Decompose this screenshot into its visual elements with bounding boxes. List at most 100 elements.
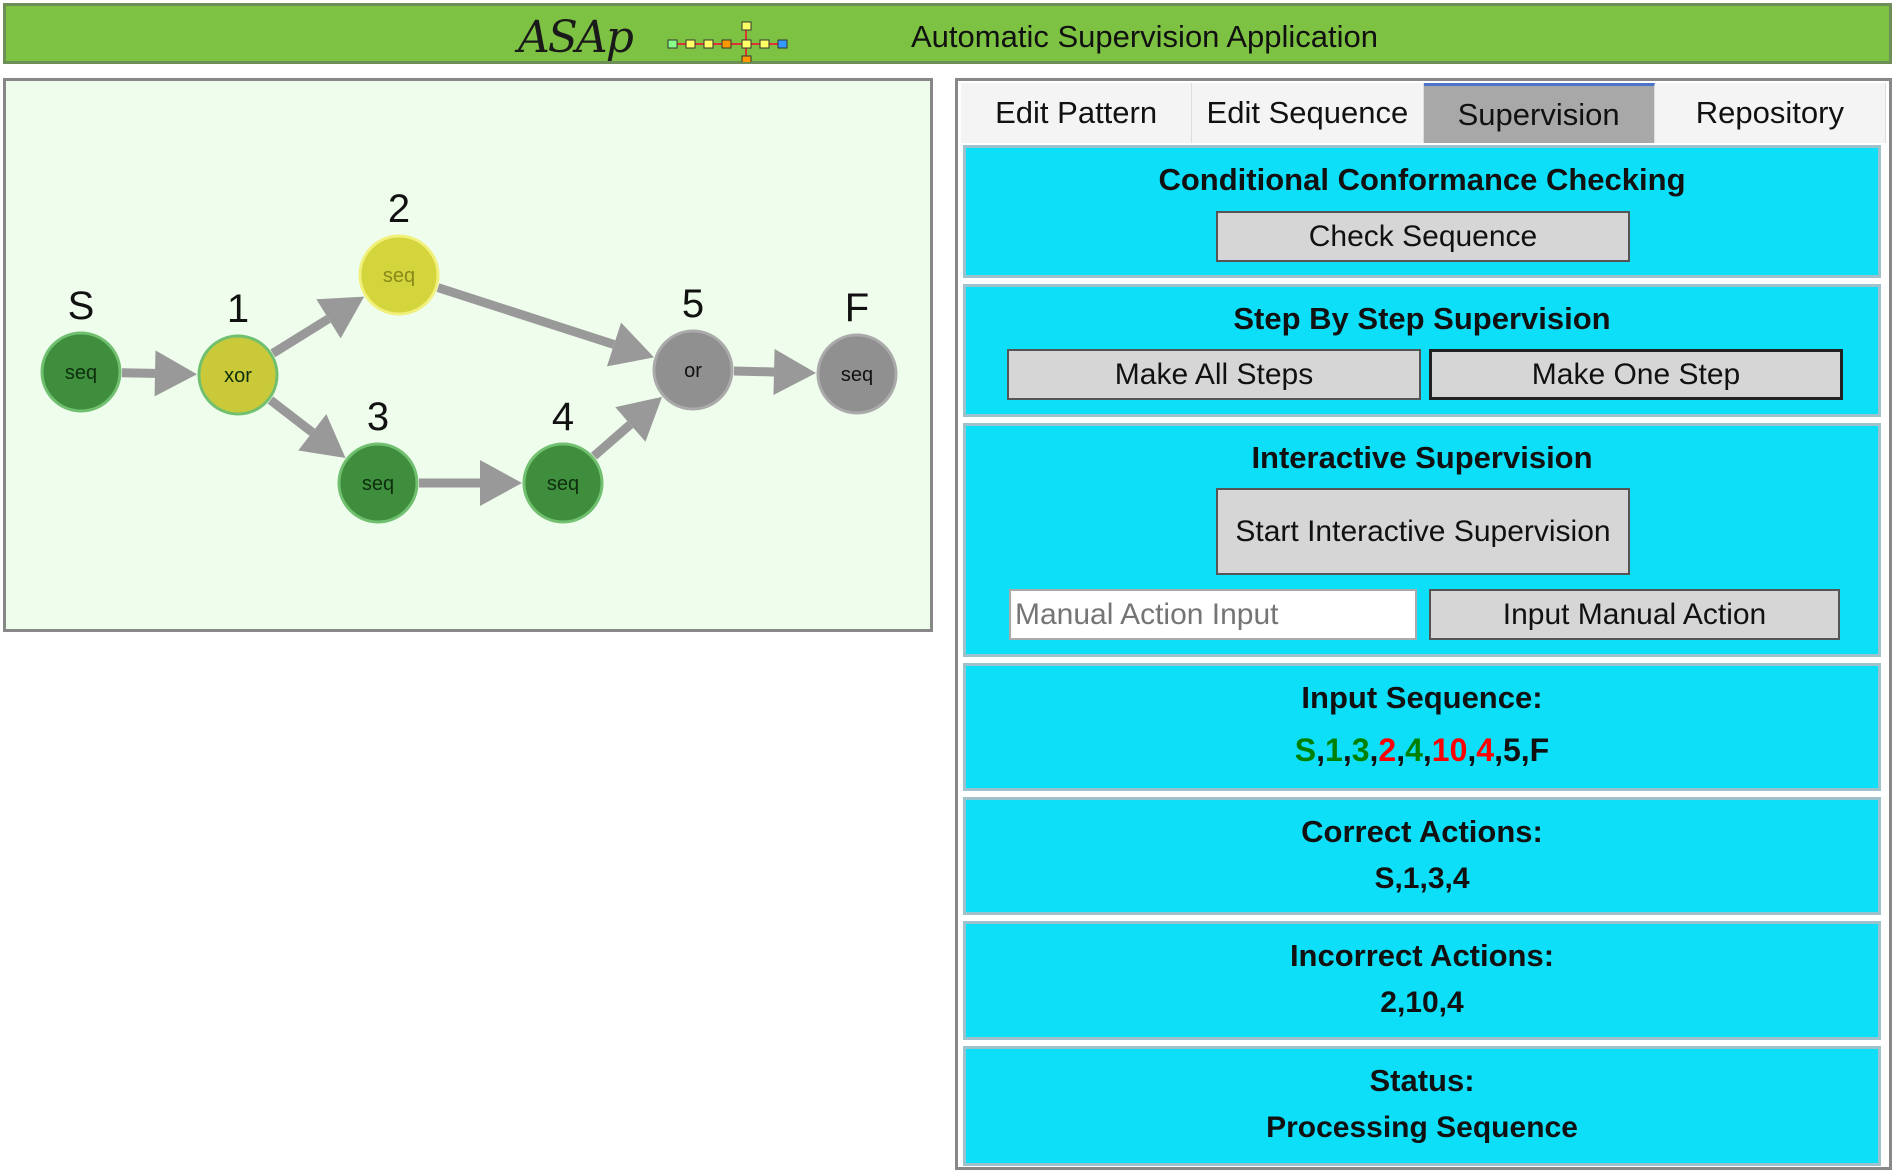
tab-bar: Edit Pattern Edit Sequence Supervision R…	[961, 83, 1886, 143]
node-label-5: 5	[682, 282, 704, 326]
interactive-title: Interactive Supervision	[1251, 440, 1593, 475]
sequence-separator: ,	[1422, 732, 1432, 768]
sequence-separator: ,	[1467, 732, 1477, 768]
edge-arrowhead-2-5	[606, 322, 654, 367]
node-circle-F	[816, 333, 898, 415]
node-1[interactable]: xor 1	[197, 287, 279, 416]
correct-actions-value: S,1,3,4	[1374, 862, 1470, 895]
interactive-section: Interactive Supervision Start Interactiv…	[963, 423, 1881, 657]
conformance-section: Conditional Conformance Checking Check S…	[963, 145, 1881, 278]
tab-edit-pattern[interactable]: Edit Pattern	[961, 83, 1193, 143]
app-title: Automatic Supervision Application	[911, 19, 1378, 54]
edge-5-F	[733, 366, 775, 377]
sequence-separator: ,	[1369, 732, 1379, 768]
node-3[interactable]: seq 3	[337, 395, 419, 524]
node-4[interactable]: seq 4	[522, 395, 604, 524]
control-panel: Edit Pattern Edit Sequence Supervision R…	[955, 78, 1892, 1170]
sequence-item: 4	[1476, 732, 1495, 768]
step-by-step-title: Step By Step Supervision	[1233, 301, 1611, 336]
logo-diagram-icon	[667, 21, 788, 62]
tab-edit-sequence[interactable]: Edit Sequence	[1192, 83, 1424, 143]
node-2[interactable]: seq 2	[358, 187, 440, 316]
node-type-3: seq	[362, 473, 394, 495]
node-type-F: seq	[841, 364, 873, 386]
tab-supervision[interactable]: Supervision	[1423, 83, 1655, 143]
manual-action-input[interactable]	[1009, 589, 1417, 640]
logo-box	[667, 39, 678, 49]
node-label-4: 4	[552, 395, 574, 439]
logo-box	[777, 39, 788, 49]
sequence-item: F	[1529, 732, 1550, 768]
node-S[interactable]: seq S	[40, 284, 122, 413]
node-circle-3	[337, 442, 419, 524]
logo-box	[721, 39, 732, 49]
status-section: Status: Processing Sequence	[963, 1046, 1881, 1166]
node-type-4: seq	[547, 473, 579, 495]
node-circle-2	[358, 234, 440, 316]
node-label-3: 3	[367, 395, 389, 439]
node-F[interactable]: seq F	[816, 286, 898, 415]
sequence-item: 3	[1351, 732, 1370, 768]
edge-arrowhead-3-4	[480, 460, 522, 506]
edge-arrowhead-S-1	[154, 350, 198, 397]
make-all-steps-button[interactable]: Make All Steps	[1007, 349, 1421, 400]
node-type-2: seq	[383, 265, 415, 287]
input-manual-action-button[interactable]: Input Manual Action	[1429, 589, 1840, 640]
logo-box	[685, 39, 696, 49]
sequence-item: 2	[1378, 732, 1397, 768]
node-circle-S	[40, 331, 122, 413]
node-type-1: xor	[224, 365, 252, 387]
logo-box	[703, 39, 714, 49]
edge-S-1	[121, 368, 156, 378]
node-circle-1	[197, 334, 279, 416]
make-one-step-button[interactable]: Make One Step	[1429, 349, 1843, 400]
node-5[interactable]: or 5	[652, 282, 734, 411]
sequence-separator: ,	[1520, 732, 1530, 768]
edge-1-3	[267, 396, 316, 436]
node-circle-5	[652, 329, 734, 411]
correct-actions-title: Correct Actions:	[1301, 814, 1543, 849]
edge-2-5	[436, 283, 616, 349]
incorrect-actions-value: 2,10,4	[1380, 986, 1464, 1019]
node-label-F: F	[845, 286, 869, 330]
input-sequence-value: S,1,3,2,4,10,4,5,F	[966, 732, 1878, 769]
sequence-separator: ,	[1316, 732, 1326, 768]
sequence-item: 5	[1502, 732, 1521, 768]
edge-1-2	[270, 314, 331, 358]
status-value: Processing Sequence	[1266, 1111, 1578, 1144]
app-header: ASAp Automatic Supervision Application	[3, 3, 1892, 64]
sequence-item: S	[1294, 732, 1317, 768]
app-logo: ASAp	[518, 12, 634, 63]
conformance-title: Conditional Conformance Checking	[1158, 162, 1686, 197]
input-sequence-section: Input Sequence: S,1,3,2,4,10,4,5,F	[963, 663, 1881, 791]
correct-actions-section: Correct Actions: S,1,3,4	[963, 797, 1881, 915]
start-interactive-button[interactable]: Start Interactive Supervision	[1216, 488, 1630, 575]
node-label-2: 2	[388, 187, 410, 231]
logo-box	[741, 39, 752, 49]
edge-4-5	[590, 421, 634, 460]
sequence-separator: ,	[1342, 732, 1352, 768]
edge-arrowhead-4-5	[615, 396, 663, 442]
incorrect-actions-section: Incorrect Actions: 2,10,4	[963, 921, 1881, 1040]
node-label-1: 1	[227, 287, 249, 331]
logo-box	[741, 55, 752, 62]
status-title: Status:	[1369, 1063, 1475, 1098]
sequence-separator: ,	[1494, 732, 1503, 768]
logo-box	[759, 39, 770, 49]
sequence-item: 10	[1431, 732, 1468, 768]
check-sequence-button[interactable]: Check Sequence	[1216, 211, 1630, 262]
sequence-separator: ,	[1396, 732, 1406, 768]
input-sequence-title: Input Sequence:	[1301, 680, 1543, 715]
node-label-S: S	[68, 284, 95, 328]
node-type-S: seq	[65, 362, 97, 384]
edge-arrowhead-1-3	[298, 414, 346, 458]
node-type-5: or	[684, 360, 702, 382]
sequence-item: 4	[1405, 732, 1423, 768]
incorrect-actions-title: Incorrect Actions:	[1289, 938, 1555, 973]
tab-repository[interactable]: Repository	[1655, 83, 1886, 143]
logo-box	[741, 21, 752, 31]
edge-arrowhead-1-2	[316, 296, 365, 339]
edge-arrowhead-5-F	[773, 348, 817, 395]
node-circle-4	[522, 442, 604, 524]
